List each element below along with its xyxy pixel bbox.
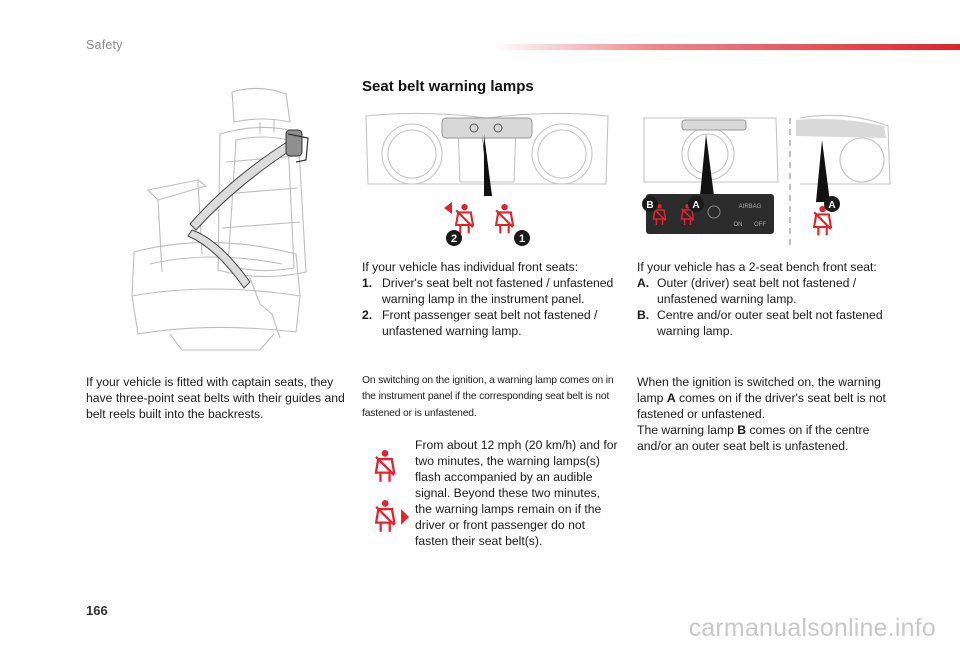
list-item: A. Outer (driver) seat belt not fastened …: [637, 275, 895, 307]
ignition-bench-note: When the ignition is switched on, the wa…: [637, 374, 893, 454]
individual-seats-intro: If your vehicle has individual front sea…: [362, 260, 579, 274]
text-span: comes on if the driver's seat belt is no…: [637, 391, 886, 421]
text-span: The warning lamp: [637, 423, 738, 437]
list-item-text: Outer (driver) seat belt not fastened / …: [657, 276, 857, 306]
panel-on-text: ON: [734, 222, 743, 228]
callout-b: B: [646, 200, 653, 211]
list-item-text: Front passenger seat belt not fastened /…: [382, 308, 598, 338]
seat-illustration: [131, 87, 309, 351]
bench-seat-list: A. Outer (driver) seat belt not fastened …: [637, 275, 895, 339]
list-item-number: B.: [637, 308, 650, 322]
list-item-text: Centre and/or outer seat belt not fasten…: [657, 308, 883, 338]
callout-a-right: A: [828, 200, 835, 211]
watermark: carmanualsonline.info: [688, 614, 936, 642]
panel-off-text: OFF: [754, 222, 766, 228]
list-item: 2. Front passenger seat belt not fastened…: [362, 307, 618, 339]
lamp-a-label: A: [666, 391, 676, 405]
list-item: B. Centre and/or outer seat belt not fast…: [637, 307, 895, 339]
list-item-number: 2.: [362, 308, 373, 322]
list-item-text: Driver's seat belt not fastened / unfast…: [382, 276, 614, 306]
text-span: When the ignition is switched on, the wa…: [637, 375, 881, 405]
instrument-panel-illustration: AIRBAG ON OFF B A A: [642, 114, 891, 248]
ignition-bench-line1: When the ignition is switched on, the wa…: [637, 374, 893, 422]
individual-seats-list: 1. Driver's seat belt not fastened / unfa…: [362, 275, 618, 339]
lamp-b-label: B: [737, 423, 747, 437]
list-item-number: A.: [637, 276, 650, 290]
section-label: Safety: [86, 38, 123, 52]
list-item-number: 1.: [362, 276, 373, 290]
page-heading: Seat belt warning lamps: [362, 78, 534, 95]
bench-seat-block: If your vehicle has a 2-seat bench front…: [637, 259, 895, 339]
text-span: comes on if the centre and/or an outer s…: [637, 423, 870, 453]
bench-seat-intro: If your vehicle has a 2-seat bench front…: [637, 260, 877, 274]
ignition-bench-line2: The warning lamp B comes on if the centr…: [637, 422, 893, 454]
header-accent-bar: [492, 44, 960, 50]
instrument-panel-illustration: 2 1: [365, 112, 609, 246]
callout-a: A: [692, 200, 699, 211]
flash-note: From about 12 mph (20 km/h) and for two …: [415, 438, 618, 548]
individual-seats-block: If your vehicle has individual front sea…: [362, 259, 618, 339]
callout-2: 2: [451, 233, 457, 245]
panel-airbag-text: AIRBAG: [739, 204, 762, 210]
ignition-note: On switching on the ignition, a warning …: [362, 375, 614, 419]
seat-belt-warning-icon: [374, 500, 409, 532]
list-item: 1. Driver's seat belt not fastened / unfa…: [362, 275, 618, 307]
page-number: 166: [86, 603, 108, 618]
callout-1: 1: [519, 233, 525, 245]
seat-belt-warning-icon: [374, 450, 396, 482]
captain-seats-text: If your vehicle is fitted with captain s…: [86, 375, 345, 421]
